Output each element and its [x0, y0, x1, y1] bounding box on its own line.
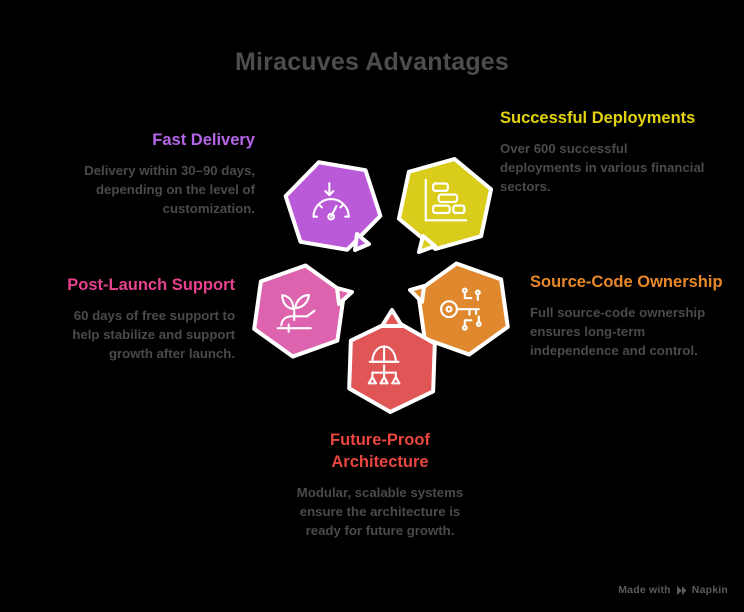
speedometer-icon	[312, 182, 350, 221]
node-heading-post-launch-support: Post-Launch Support	[67, 276, 235, 294]
node-body-successful-deployments: Over 600 successful deployments in vario…	[500, 140, 705, 195]
node-body-source-code-ownership: Full source-code ownership ensures long-…	[530, 304, 706, 359]
watermark-brand: Napkin	[691, 584, 728, 596]
hexagon-wheel	[245, 150, 535, 425]
hex-node-successful-deployments[interactable]	[395, 156, 495, 256]
key-circuit-icon	[440, 287, 482, 331]
node-text-post-launch-support: Post-Launch Support 60 days of free supp…	[45, 275, 235, 363]
node-heading-fast-delivery: Fast Delivery	[152, 131, 255, 149]
napkin-logo-icon	[676, 585, 687, 596]
napkin-watermark: Made with Napkin	[618, 584, 728, 596]
page-title: Miracuves Advantages	[234, 48, 510, 76]
node-text-source-code-ownership: Source-Code Ownership Full source-code o…	[530, 272, 725, 360]
node-heading-source-code-ownership: Source-Code Ownership	[530, 273, 723, 291]
node-text-fast-delivery: Fast Delivery Delivery within 30–90 days…	[55, 130, 255, 218]
hex-node-post-launch-support[interactable]	[247, 260, 354, 360]
hex-node-fast-delivery[interactable]	[283, 158, 383, 258]
node-text-successful-deployments: Successful Deployments Over 600 successf…	[500, 108, 705, 196]
watermark-prefix: Made with	[618, 584, 671, 596]
hex-node-source-code-ownership[interactable]	[408, 258, 510, 358]
node-heading-successful-deployments: Successful Deployments	[500, 109, 696, 127]
node-body-future-proof-architecture: Modular, scalable systems ensure the arc…	[296, 484, 464, 538]
gantt-chart-icon	[424, 178, 468, 222]
hex-node-future-proof-architecture[interactable]	[340, 308, 440, 414]
node-heading-future-proof-architecture: Future-Proof Architecture	[330, 431, 430, 471]
hard-hat-hierarchy-icon	[367, 345, 401, 385]
hand-plant-growth-icon	[276, 294, 316, 333]
node-text-future-proof-architecture: Future-Proof Architecture Modular, scala…	[285, 430, 475, 540]
node-body-post-launch-support: 60 days of free support to help stabiliz…	[72, 307, 235, 362]
node-body-fast-delivery: Delivery within 30–90 days, depending on…	[84, 162, 255, 217]
